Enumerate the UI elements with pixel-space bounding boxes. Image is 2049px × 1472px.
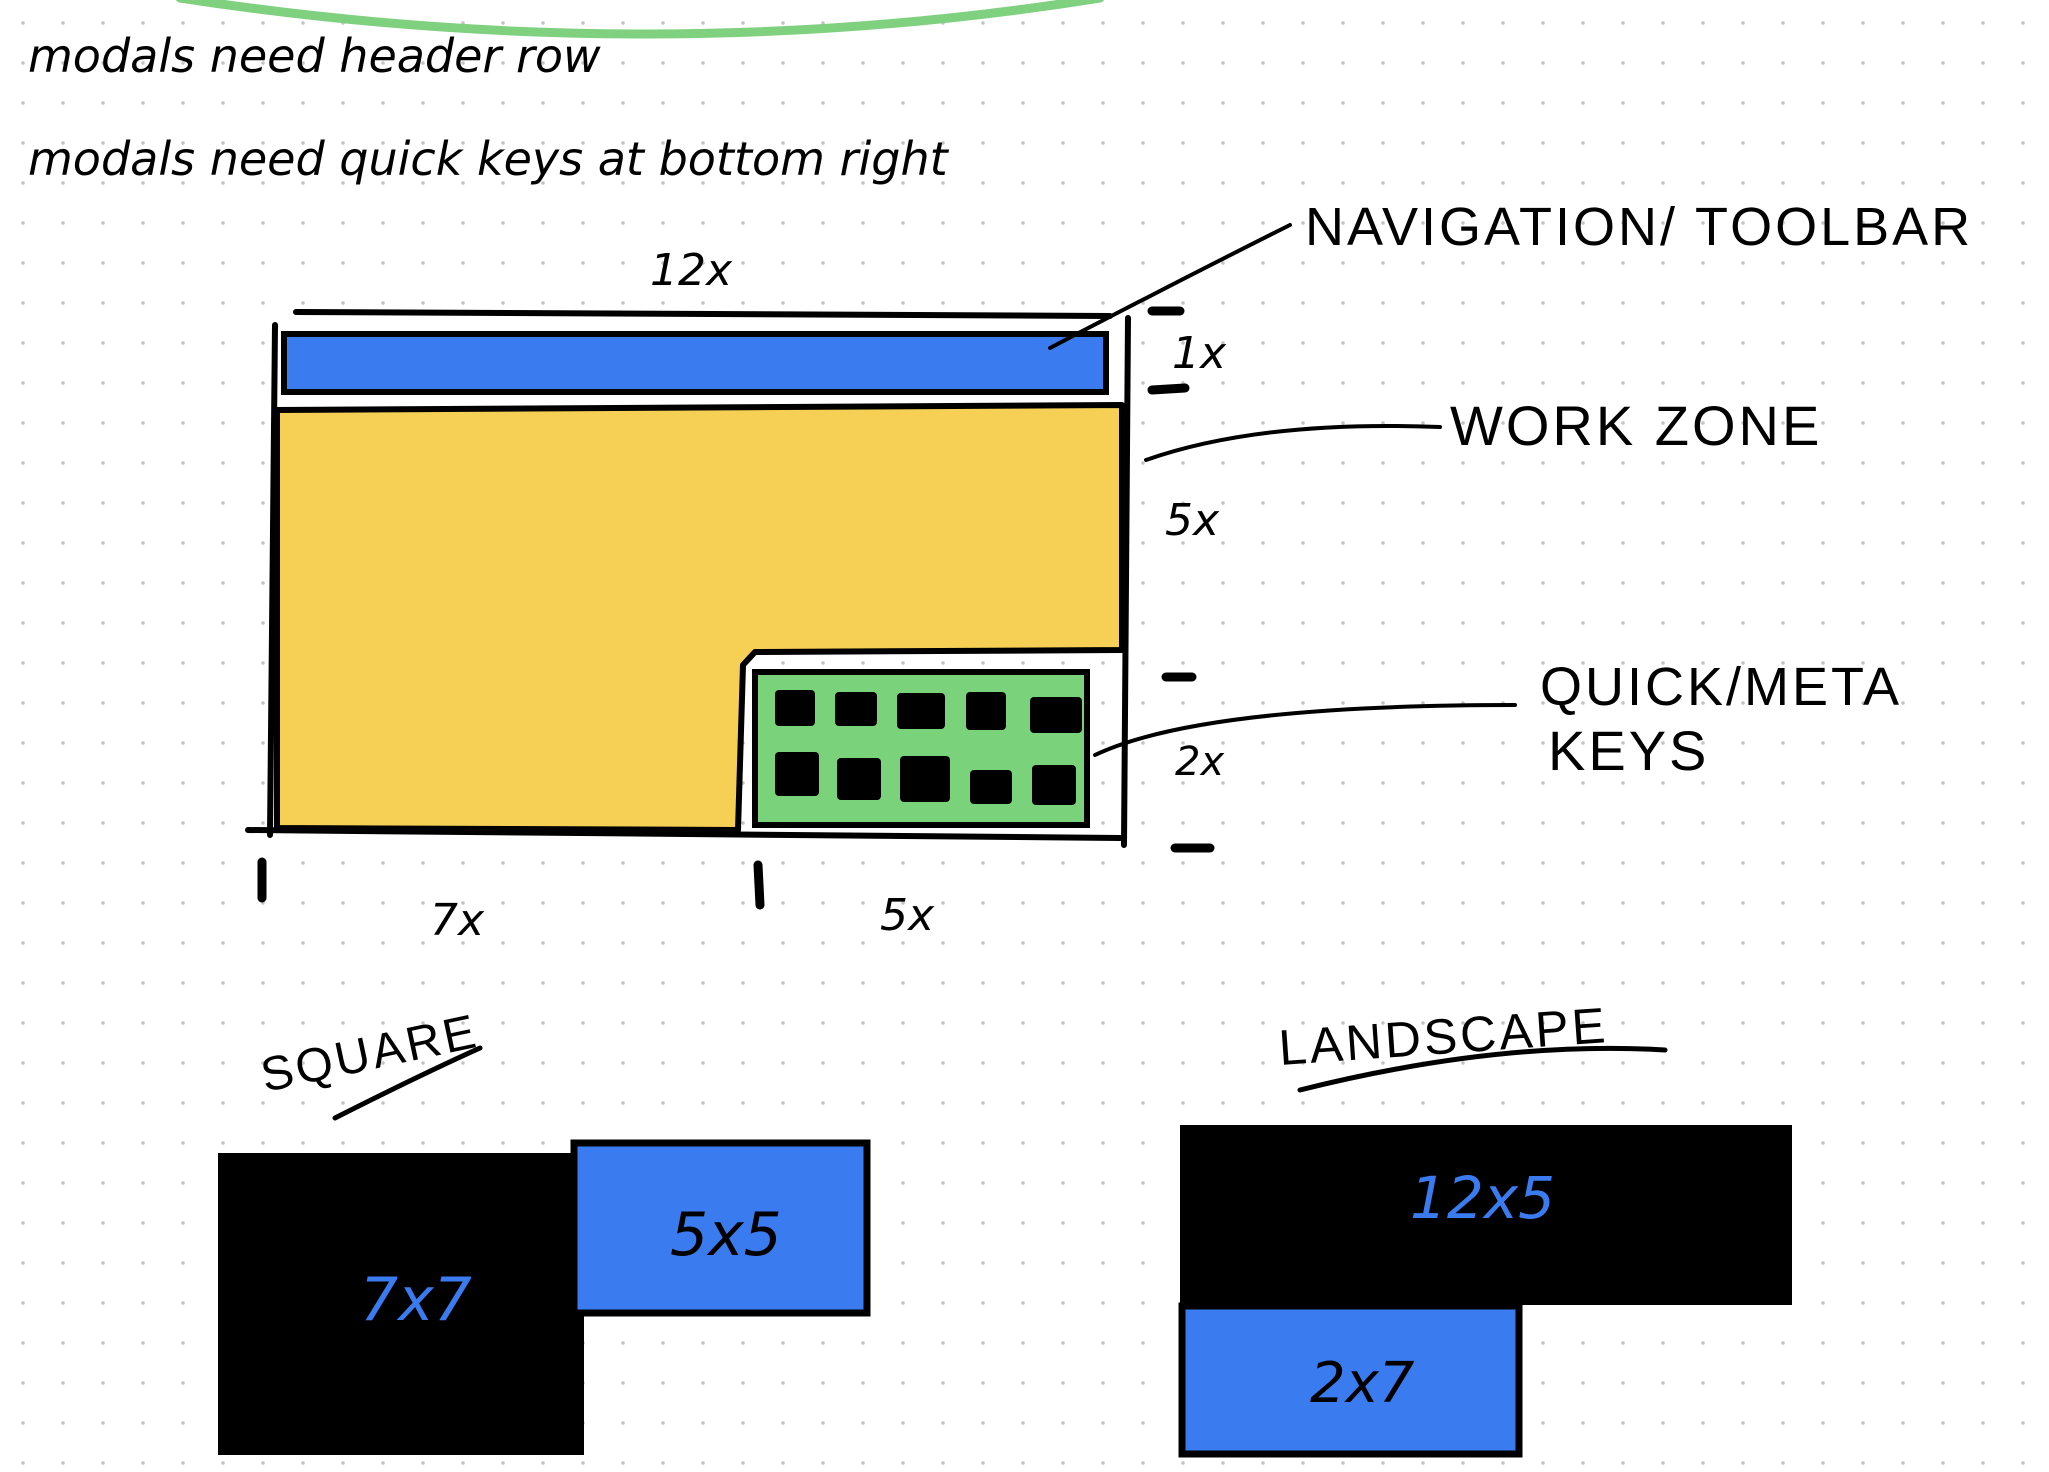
key-grid bbox=[775, 690, 1082, 805]
square-title-underline bbox=[332, 1045, 483, 1121]
dim-width-left: 7x bbox=[430, 895, 485, 946]
label-quick-meta-line2: KEYS bbox=[1548, 719, 1709, 782]
square-small-block bbox=[570, 1139, 871, 1317]
note-header-row: modals need header row bbox=[28, 29, 601, 83]
landscape-title-underline bbox=[1297, 1045, 1668, 1093]
dim-height-nav: 1x bbox=[1172, 328, 1227, 379]
label-work-zone: WORK ZONE bbox=[1450, 394, 1822, 457]
key bbox=[966, 692, 1006, 730]
landscape-big-block bbox=[1180, 1125, 1792, 1305]
landscape-small-block bbox=[1178, 1302, 1523, 1458]
landscape-small-label: 2x7 bbox=[1310, 1351, 1415, 1416]
navigation-toolbar-block bbox=[281, 331, 1109, 395]
dim-height-keys: 2x bbox=[1175, 739, 1224, 785]
key bbox=[1032, 765, 1076, 805]
landscape-title: LANDSCAPE bbox=[1277, 997, 1610, 1076]
landscape-big-label: 12x5 bbox=[1410, 1164, 1555, 1232]
key bbox=[1030, 697, 1082, 733]
square-small-label: 5x5 bbox=[670, 1200, 782, 1270]
dim-height-work: 5x bbox=[1165, 495, 1220, 546]
note-quick-keys: modals need quick keys at bottom right bbox=[28, 132, 950, 186]
key bbox=[775, 690, 815, 726]
label-navigation-toolbar: NAVIGATION/ TOOLBAR bbox=[1305, 197, 1973, 257]
key bbox=[900, 756, 950, 802]
label-quick-meta-line1: QUICK/META bbox=[1540, 657, 1902, 717]
key bbox=[775, 752, 819, 796]
work-zone-block bbox=[274, 402, 1125, 833]
leader-work-zone bbox=[1144, 423, 1442, 462]
key bbox=[897, 693, 945, 729]
square-big-label: 7x7 bbox=[360, 1265, 472, 1335]
dim-width-right: 5x bbox=[880, 890, 935, 941]
key bbox=[837, 758, 881, 800]
square-big-block bbox=[218, 1153, 584, 1455]
square-title: SQUARE bbox=[256, 1005, 483, 1103]
leader-quick-keys bbox=[1093, 703, 1517, 757]
key bbox=[835, 692, 877, 726]
green-arc-decoration bbox=[175, 0, 1105, 39]
dim-width-total: 12x bbox=[650, 245, 733, 296]
leader-navigation bbox=[1048, 223, 1292, 350]
dimension-ticks bbox=[257, 306, 1215, 910]
key bbox=[970, 770, 1012, 804]
